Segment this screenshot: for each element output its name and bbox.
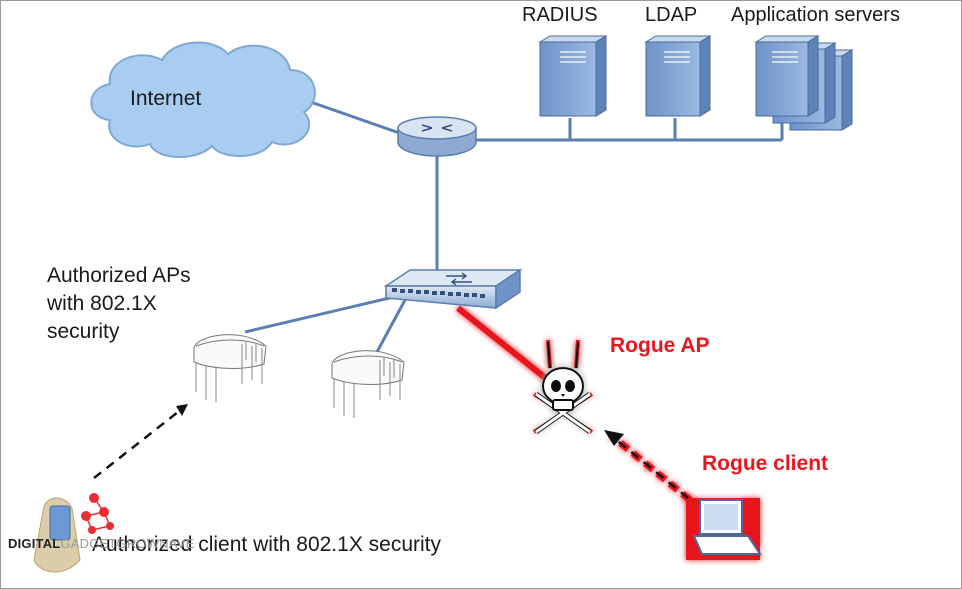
link-switch-ap1 <box>244 294 399 334</box>
authorized-client-label: Authorized client with 802.1X security <box>92 533 442 556</box>
watermark-light: GADGETGROWNAVE <box>60 536 195 551</box>
router-icon <box>397 116 477 157</box>
internet-label: Internet <box>130 87 202 110</box>
authorized-aps-label: Authorized APs with 802.1X security <box>47 262 191 346</box>
rogue-ap-label: Rogue AP <box>610 334 710 357</box>
network-links <box>244 98 784 353</box>
authorized-client-arrow <box>93 404 188 479</box>
watermark-strong: DIGITAL <box>8 536 61 551</box>
application-servers-icon <box>754 35 854 131</box>
ldap-label: LDAP <box>645 4 698 26</box>
internet-cloud <box>90 41 316 159</box>
watermark-text: DIGITALGADGETGROWNAVE <box>8 536 194 551</box>
link-switch-ap2 <box>375 299 407 353</box>
ldap-server-icon <box>644 35 712 117</box>
authorized-ap-icon <box>331 350 405 418</box>
application-servers-label: Application servers <box>731 4 900 26</box>
link-internet-router <box>304 98 409 138</box>
rogue-client-arrow <box>604 430 693 503</box>
rogue-client-label: Rogue client <box>702 452 829 475</box>
rogue-client-laptop-icon <box>686 498 762 560</box>
rogue-link <box>456 305 550 383</box>
authorized-aps-label-line: with 802.1X <box>47 292 157 315</box>
radius-server-icon <box>538 35 608 117</box>
authorized-ap-icon <box>193 334 267 402</box>
radius-label: RADIUS <box>522 4 598 26</box>
authorized-aps-label-line: security <box>47 320 120 343</box>
rogue-ap-skull-icon <box>532 339 594 435</box>
switch-icon <box>383 268 523 310</box>
watermark-logo-icon <box>33 493 114 573</box>
authorized-aps-label-line: Authorized APs <box>47 264 191 287</box>
